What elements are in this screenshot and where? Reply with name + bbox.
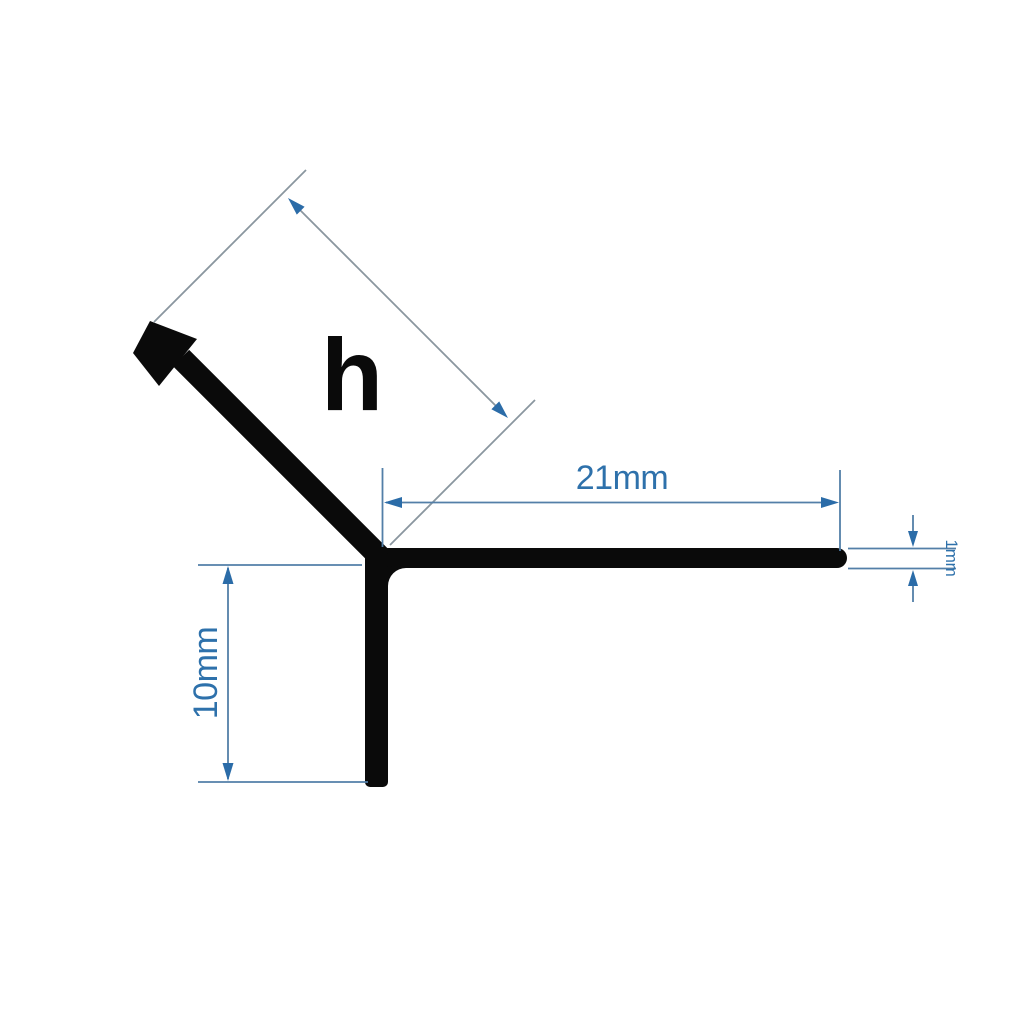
dimension-h: h <box>153 169 536 546</box>
dimension-width: 21mm <box>381 459 841 551</box>
thickness-arrow-up-icon <box>908 570 918 586</box>
h-extension-line-top <box>153 169 307 323</box>
depth-arrow-up-icon <box>222 566 234 584</box>
profile-corner-fillet <box>387 566 406 586</box>
dimension-thickness-label: 1mm <box>942 540 961 577</box>
profile-arrowhead-icon <box>133 321 197 386</box>
dimension-width-label: 21mm <box>576 459 668 497</box>
width-arrow-left-icon <box>384 497 402 508</box>
dimension-depth-label: 10mm <box>187 627 225 719</box>
depth-arrow-down-icon <box>222 763 234 781</box>
profile-vertical-arm <box>365 551 388 787</box>
h-arrow-upleft-icon <box>288 198 305 215</box>
dimension-h-label: h <box>321 318 383 432</box>
thickness-arrow-down-icon <box>908 531 918 547</box>
profile-horizontal-arm <box>371 548 847 568</box>
profile-shape <box>133 321 847 787</box>
dimension-depth: 10mm <box>187 564 368 783</box>
profile-diagonal-arm <box>172 349 389 566</box>
h-arrow-downright-icon <box>491 401 508 418</box>
h-extension-line-bottom <box>389 399 536 546</box>
h-dimension-line <box>290 200 506 416</box>
dimension-thickness: 1mm <box>848 515 961 602</box>
width-arrow-right-icon <box>821 497 839 508</box>
